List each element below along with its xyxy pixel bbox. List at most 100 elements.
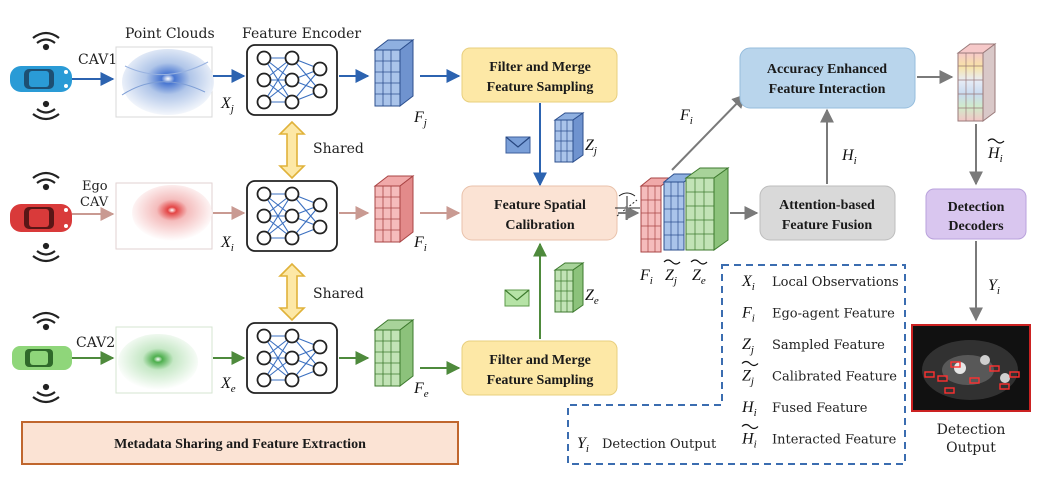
metadata-label: Metadata Sharing and Feature Extraction <box>114 437 366 452</box>
cav2-label: CAV2 <box>76 335 115 351</box>
legend-item-symbol: Zj <box>742 336 754 356</box>
legend-tilde <box>741 423 759 430</box>
interaction-line2: Feature Interaction <box>769 82 886 97</box>
x-j-label: Xj <box>220 95 234 115</box>
wifi-icon-cav2 <box>32 311 60 331</box>
detection-output-image <box>911 324 1031 412</box>
stacked-tensors <box>639 167 730 253</box>
legend-item-symbol: Hi <box>741 399 757 419</box>
point-cloud-ego <box>115 182 213 250</box>
cav1-label: CAV1 <box>78 52 117 68</box>
legend-item: Hi Interacted Feature <box>741 423 897 451</box>
legend-item: Zj Calibrated Feature <box>741 360 897 388</box>
car-icon-cav1 <box>10 66 72 92</box>
legend-item-text: Ego-agent Feature <box>772 307 895 322</box>
metadata-sharing-box: Metadata Sharing and Feature Extraction <box>21 421 459 465</box>
decoders-line1: Detection <box>948 200 1005 215</box>
legend-output-text: Detection Output <box>602 437 717 452</box>
coordinate-transform-icon <box>615 192 640 220</box>
f-e-label: Fe <box>413 380 429 400</box>
arrow-fi-to-interaction <box>671 93 746 171</box>
f-i-up-label: Fi <box>679 107 693 127</box>
x-i-label: Xi <box>220 234 234 254</box>
detection-decoders-box: Detection Decoders <box>925 188 1027 240</box>
wifi-icon-ego <box>32 171 60 191</box>
y-i-label: Yi <box>988 277 1000 297</box>
calibration-line1: Feature Spatial <box>494 198 586 213</box>
sampled-tensor-zj <box>553 112 585 163</box>
sampled-tensor-ze <box>553 262 585 313</box>
legend-item-text: Calibrated Feature <box>772 370 897 385</box>
header-point-clouds: Point Clouds <box>125 26 215 42</box>
detection-output-line1: Detection <box>937 422 1006 438</box>
stack-label-ze: Ze <box>692 267 706 287</box>
filter-top-line1: Filter and Merge <box>489 60 591 75</box>
f-j-label: Fj <box>413 109 427 129</box>
feature-tensor-cav2 <box>373 318 415 388</box>
shared-label-2: Shared <box>313 286 364 302</box>
legend-border <box>567 264 906 465</box>
filter-top-line2: Feature Sampling <box>487 80 594 95</box>
stack-tensor-ze <box>684 167 730 251</box>
point-cloud-cav2 <box>115 326 213 394</box>
envelope-icon-bottom <box>504 289 530 307</box>
signal-icon-ego <box>32 242 60 263</box>
filter-merge-box-top: Filter and Merge Feature Sampling <box>461 47 618 103</box>
car-icon-ego <box>10 204 72 232</box>
legend-item-text: Interacted Feature <box>772 433 897 448</box>
tilde-ze <box>690 259 708 265</box>
feature-tensor-ego <box>373 174 415 244</box>
stack-label-fi: Fi <box>639 267 653 287</box>
z-e-label: Ze <box>585 287 599 307</box>
legend-output-row: Yi Detection Output <box>577 435 717 455</box>
legend-tilde <box>741 360 759 367</box>
ego-label-line2: CAV <box>80 195 109 210</box>
legend-item-symbol: Xi <box>741 273 755 293</box>
feature-encoder-ego <box>246 180 338 252</box>
legend-item-text: Local Observations <box>772 275 899 290</box>
legend-item: Zj Sampled Feature <box>742 336 885 356</box>
legend-item-symbol: Zj <box>742 368 754 388</box>
ego-label-line1: Ego <box>82 179 108 194</box>
filter-bottom-line1: Filter and Merge <box>489 353 591 368</box>
header-feature-encoder: Feature Encoder <box>242 26 361 42</box>
z-j-label: Zj <box>585 137 597 157</box>
filter-merge-box-bottom: Filter and Merge Feature Sampling <box>461 340 618 396</box>
tilde-zj <box>663 259 681 265</box>
calibration-line2: Calibration <box>505 218 574 233</box>
signal-icon-cav2 <box>32 383 60 404</box>
stack-tensor-fi <box>639 177 673 253</box>
interacted-feature-tensor <box>956 43 997 122</box>
filter-bottom-line2: Feature Sampling <box>487 373 594 388</box>
stack-label-zj: Zj <box>665 267 677 287</box>
car-icon-cav2 <box>12 346 72 370</box>
fusion-line2: Feature Fusion <box>782 218 873 233</box>
signal-icon-cav1 <box>32 100 60 121</box>
shared-arrow-1 <box>278 120 306 180</box>
feature-spatial-calibration-box: Feature Spatial Calibration <box>461 185 618 241</box>
detection-output-line2: Output <box>946 440 996 456</box>
f-i-label: Fi <box>413 234 427 254</box>
legend-item: Fi Ego-agent Feature <box>741 305 895 325</box>
legend-item: Hi Fused Feature <box>741 399 868 419</box>
x-e-label: Xe <box>220 375 236 395</box>
point-cloud-cav1 <box>115 46 214 118</box>
feature-encoder-cav2 <box>246 322 338 394</box>
h-i-tilde-label: Hi <box>987 145 1003 165</box>
legend-item-symbol: Hi <box>741 431 757 451</box>
feature-encoder-cav1 <box>246 44 338 116</box>
shared-label-1: Shared <box>313 141 364 157</box>
legend-item-text: Sampled Feature <box>772 338 885 353</box>
legend-item: Xi Local Observations <box>741 273 899 293</box>
fusion-line1: Attention-based <box>779 198 875 213</box>
tilde-hi <box>987 138 1005 144</box>
interaction-line1: Accuracy Enhanced <box>767 62 887 77</box>
wifi-icon-cav1 <box>32 31 60 51</box>
legend-item-text: Fused Feature <box>772 401 868 416</box>
legend-item-symbol: Fi <box>741 305 755 325</box>
envelope-icon-top <box>505 136 531 154</box>
h-i-label: Hi <box>841 147 857 167</box>
